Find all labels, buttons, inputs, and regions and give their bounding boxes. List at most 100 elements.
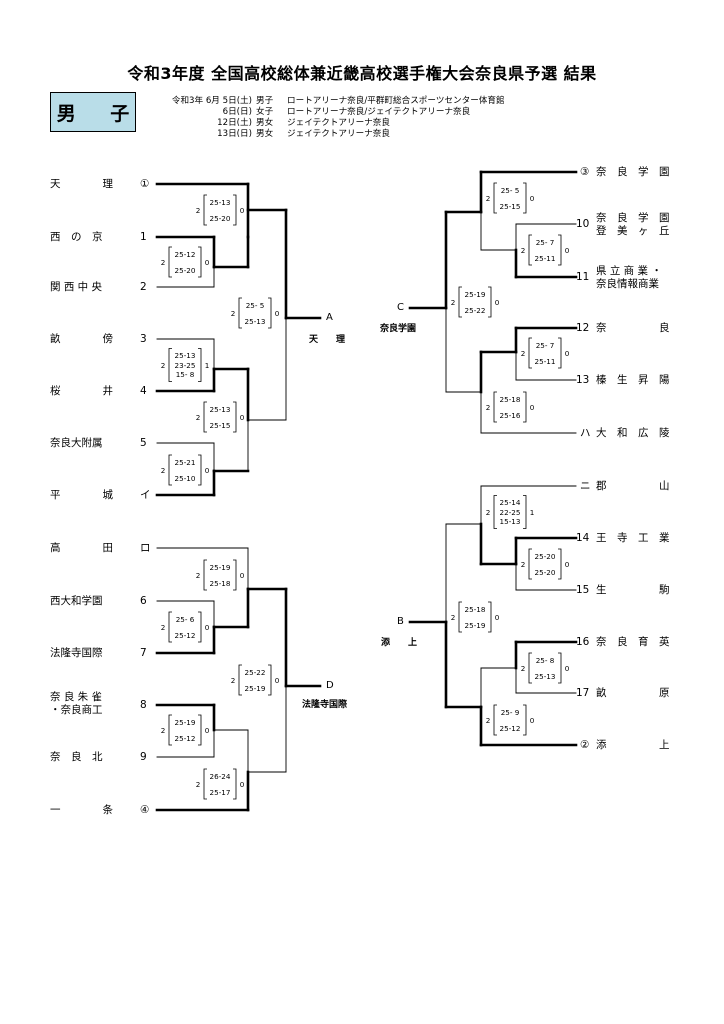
sets-won: 0 xyxy=(204,257,210,267)
sets-won: 2 xyxy=(160,257,166,267)
sets-won: 2 xyxy=(160,465,166,475)
block-winner: 添 上 xyxy=(381,638,418,648)
score-bracket xyxy=(458,286,462,318)
team-name: ・奈良商工 xyxy=(50,704,103,716)
sets-won: 0 xyxy=(239,570,245,580)
sets-won: 2 xyxy=(195,570,201,580)
team-name: 添 上 xyxy=(596,739,670,751)
sets-won: 2 xyxy=(520,663,526,673)
team-name: 桜 井 xyxy=(50,385,113,397)
team-name: 県 立 商 業 ・ xyxy=(596,265,662,277)
set-score: 25-16 xyxy=(499,410,521,420)
set-score: 25-22 xyxy=(244,667,266,677)
schedule-venue: ジェイテクトアリーナ奈良 xyxy=(287,129,390,139)
sets-won: 2 xyxy=(485,402,491,412)
team-seed: ① xyxy=(140,178,150,190)
score-bracket xyxy=(528,234,532,266)
set-score: 25-13 xyxy=(209,404,231,414)
score-bracket xyxy=(168,348,172,382)
team-seed: 5 xyxy=(140,437,147,449)
team-name: 生 駒 xyxy=(596,584,670,596)
team-seed: 14 xyxy=(576,532,590,544)
sets-won: 2 xyxy=(230,308,236,318)
score-bracket xyxy=(198,246,202,278)
team-seed: 9 xyxy=(140,751,147,763)
score-bracket xyxy=(558,234,562,266)
schedule-gender: 男女 xyxy=(256,129,274,139)
team-name: 奈 良 朱 雀 xyxy=(50,691,103,703)
team-name: 関 西 中 央 xyxy=(50,281,103,293)
sets-won: 0 xyxy=(564,663,570,673)
team-seed: ニ xyxy=(580,480,591,492)
set-score: 25-19 xyxy=(464,289,486,299)
schedule-gender: 男女 xyxy=(256,118,274,128)
sets-won: 2 xyxy=(485,507,491,517)
sets-won: 0 xyxy=(529,402,535,412)
schedule-date: 6日(日) xyxy=(222,107,252,117)
set-score: 15-13 xyxy=(499,517,521,526)
set-score: 25- 9 xyxy=(500,707,520,717)
team-seed: 10 xyxy=(576,218,590,230)
sets-won: 1 xyxy=(204,360,210,370)
score-bracket xyxy=(523,391,527,423)
sets-won: 2 xyxy=(520,559,526,569)
sets-won: 2 xyxy=(450,612,456,622)
set-score: 25-21 xyxy=(174,457,196,467)
score-bracket xyxy=(493,182,497,214)
score-bracket xyxy=(523,182,527,214)
schedule-date: 令和3年 6月 5日(土) xyxy=(171,96,252,106)
team-name: 奈良情報商業 xyxy=(596,278,659,290)
team-name: 天 理 xyxy=(50,178,113,190)
team-seed: 4 xyxy=(140,385,147,397)
schedule-date: 12日(土) xyxy=(217,118,252,128)
team-seed: ハ xyxy=(580,427,591,439)
score-bracket xyxy=(488,286,492,318)
team-seed: 3 xyxy=(140,333,147,345)
schedule-venue: ロートアリーナ奈良/平群町総合スポーツセンター体育館 xyxy=(287,96,505,106)
team-seed: 6 xyxy=(140,595,147,607)
schedule-venue: ロートアリーナ奈良/ジェイテクトアリーナ奈良 xyxy=(287,107,471,117)
sets-won: 0 xyxy=(204,622,210,632)
sets-won: 2 xyxy=(195,779,201,789)
set-score: 25-13 xyxy=(209,197,231,207)
sets-won: 0 xyxy=(564,245,570,255)
team-seed: 7 xyxy=(140,647,147,659)
score-bracket xyxy=(168,246,172,278)
score-bracket xyxy=(198,611,202,643)
score-bracket xyxy=(238,297,242,329)
team-name: 奈 良 育 英 xyxy=(596,636,670,648)
set-score: 25-12 xyxy=(174,249,196,259)
sets-won: 0 xyxy=(239,205,245,215)
score-bracket xyxy=(528,548,532,580)
sets-won: 2 xyxy=(520,245,526,255)
sets-won: 2 xyxy=(160,622,166,632)
team-seed: 11 xyxy=(576,271,590,283)
team-seed: 17 xyxy=(576,687,590,699)
set-score: 25-20 xyxy=(209,213,231,223)
set-score: 22-25 xyxy=(499,507,521,517)
set-score: 25- 6 xyxy=(175,614,195,624)
sets-won: 2 xyxy=(160,725,166,735)
team-seed: 15 xyxy=(576,584,590,596)
sets-won: 0 xyxy=(274,308,280,318)
score-bracket xyxy=(198,454,202,486)
set-score: 25-19 xyxy=(464,620,486,630)
score-bracket xyxy=(528,337,532,369)
team-name: 畝 傍 xyxy=(50,333,113,345)
sets-won: 2 xyxy=(160,360,166,370)
schedule-gender: 女子 xyxy=(256,107,274,117)
score-bracket xyxy=(233,559,237,591)
block-point: A xyxy=(326,312,333,323)
sets-won: 0 xyxy=(274,675,280,685)
set-score: 25-13 xyxy=(244,316,266,326)
team-name: 奈 良 北 xyxy=(50,751,103,763)
sets-won: 0 xyxy=(529,715,535,725)
set-score: 23-25 xyxy=(174,360,196,370)
set-score: 25- 5 xyxy=(500,185,520,195)
set-score: 25-13 xyxy=(534,671,556,681)
score-bracket xyxy=(268,664,272,696)
score-bracket xyxy=(523,704,527,736)
category-badge: 男 子 xyxy=(50,92,136,132)
score-bracket xyxy=(523,495,527,529)
